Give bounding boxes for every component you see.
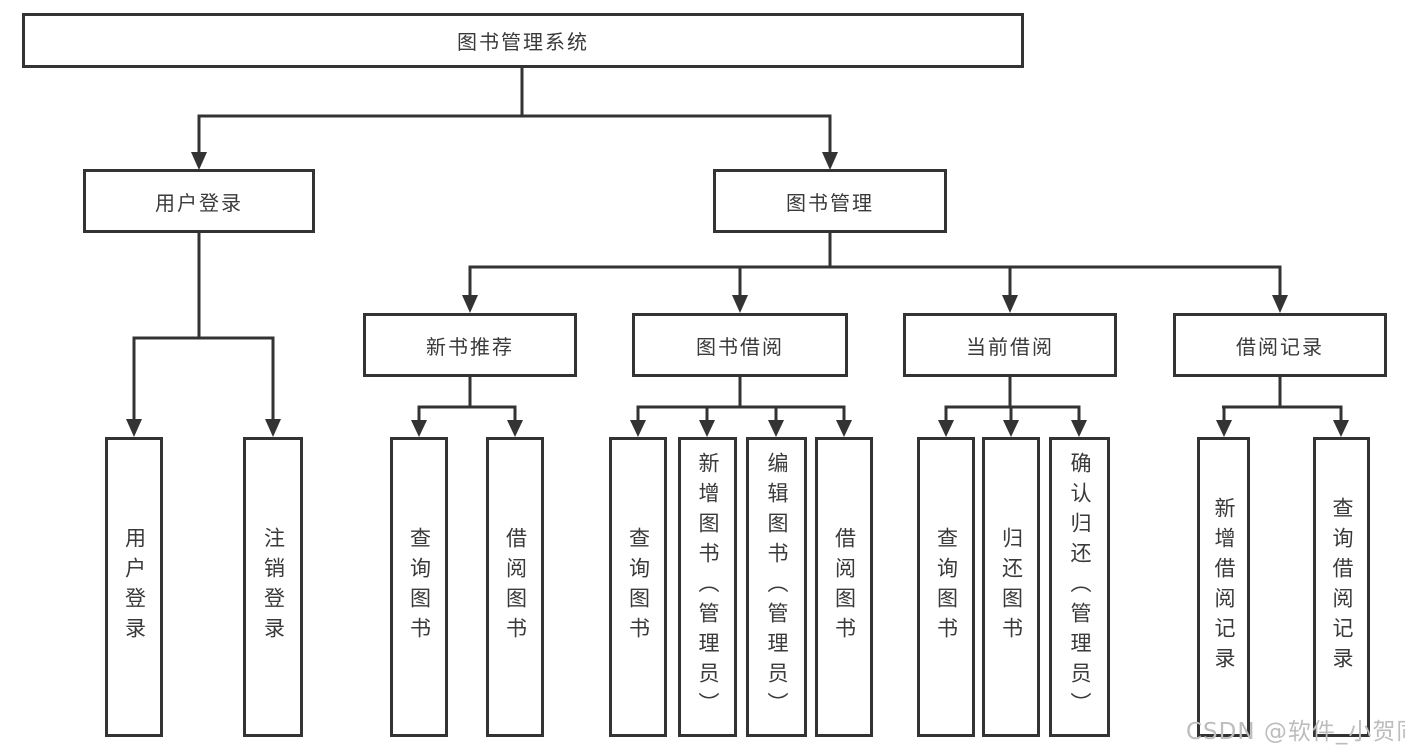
node-book-borrow: 图书借阅: [632, 313, 848, 377]
leaf-query-books-recommend-label: 查询图书: [407, 527, 432, 647]
leaf-query-borrow-record-label: 查询借阅记录: [1330, 497, 1354, 677]
leaf-query-borrow-record: 查询借阅记录: [1313, 437, 1370, 737]
node-borrow-records: 借阅记录: [1173, 313, 1387, 377]
leaf-edit-books-admin: 编辑图书（管理员）: [746, 437, 807, 737]
node-root-label: 图书管理系统: [457, 30, 589, 54]
leaf-confirm-return-admin-label: 确认归还（管理员）: [1068, 452, 1092, 722]
node-current-borrow-label: 当前借阅: [966, 334, 1054, 359]
leaf-query-books-recommend: 查询图书: [390, 437, 448, 737]
leaf-add-books-admin-label: 新增图书（管理员）: [696, 452, 720, 722]
leaf-borrow-books-label: 借阅图书: [832, 527, 857, 647]
leaf-logout-label: 注销登录: [261, 527, 286, 647]
leaf-edit-books-admin-label: 编辑图书（管理员）: [765, 452, 789, 722]
leaf-add-borrow-record: 新增借阅记录: [1197, 437, 1250, 737]
leaf-query-books-current-label: 查询图书: [934, 527, 959, 647]
leaf-borrow-books-recommend-label: 借阅图书: [503, 527, 528, 647]
node-user-login-label: 用户登录: [155, 190, 243, 215]
node-new-book-recommend-label: 新书推荐: [426, 334, 514, 359]
leaf-query-books-current: 查询图书: [917, 437, 975, 737]
leaf-user-login: 用户登录: [105, 437, 163, 737]
node-new-book-recommend: 新书推荐: [363, 313, 577, 377]
node-current-borrow: 当前借阅: [903, 313, 1117, 377]
leaf-add-borrow-record-label: 新增借阅记录: [1212, 497, 1236, 677]
leaf-logout: 注销登录: [243, 437, 303, 737]
leaf-borrow-books: 借阅图书: [815, 437, 873, 737]
leaf-return-books: 归还图书: [982, 437, 1040, 737]
leaf-user-login-label: 用户登录: [122, 527, 147, 647]
node-book-management-label: 图书管理: [786, 190, 874, 215]
node-user-login: 用户登录: [83, 169, 315, 233]
node-book-management: 图书管理: [713, 169, 947, 233]
node-book-borrow-label: 图书借阅: [696, 334, 784, 359]
leaf-query-books-borrow-label: 查询图书: [626, 527, 651, 647]
leaf-borrow-books-recommend: 借阅图书: [486, 437, 544, 737]
leaf-add-books-admin: 新增图书（管理员）: [678, 437, 737, 737]
node-root: 图书管理系统: [22, 13, 1024, 68]
leaf-query-books-borrow: 查询图书: [609, 437, 667, 737]
node-borrow-records-label: 借阅记录: [1236, 334, 1324, 359]
leaf-return-books-label: 归还图书: [999, 527, 1024, 647]
leaf-confirm-return-admin: 确认归还（管理员）: [1049, 437, 1110, 737]
csdn-watermark: CSDN @软件_小贺同学: [1186, 719, 1405, 745]
